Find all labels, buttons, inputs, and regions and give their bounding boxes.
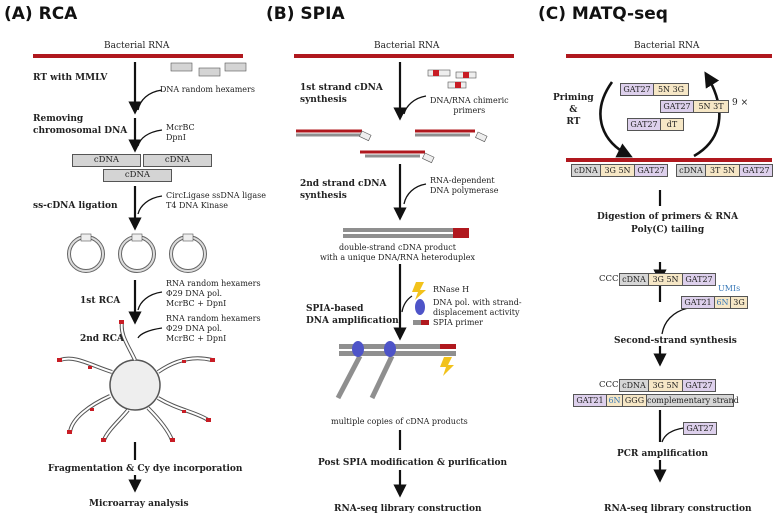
a-rca-structure [57, 320, 215, 442]
c-repeat-label: 9 × [732, 98, 749, 108]
c-branch-1 [661, 307, 689, 335]
c-p1-tail: 5N 3G [653, 83, 689, 96]
a-note-ligase: CircLigase ssDNA ligase T4 DNA Kinase [166, 191, 266, 210]
c-r1-mid: 3G 5N [600, 164, 635, 177]
c-p3-gat: GAT27 [627, 118, 661, 131]
b-first-strand [296, 129, 488, 164]
c-r5-6n: 6N [606, 394, 623, 407]
c-r4-cdna: cDNA [619, 379, 649, 392]
c-r2-cdna: cDNA [676, 164, 706, 177]
b-note-polymerase: RNA-dependent DNA polymerase [430, 176, 499, 195]
a-hexamers [170, 62, 247, 77]
b-rna-label: Bacterial RNA [374, 41, 440, 51]
a-cdna-box-2: cDNA [143, 154, 212, 167]
c-r3-cdna: cDNA [619, 273, 649, 286]
a-branch-3 [137, 195, 163, 215]
c-r3-gat: GAT27 [682, 273, 716, 286]
c-cycle-arrow-left [599, 81, 633, 158]
b-legend-spia-primer: SPIA primer [433, 318, 483, 327]
panel-a-title: (A) RCA [4, 4, 78, 24]
a-step-rca1: 1st RCA [80, 296, 121, 306]
c-step-pcr: PCR amplification [617, 449, 709, 459]
b-legend-icons [412, 282, 429, 325]
a-step-rt: RT with MMLV [33, 73, 108, 83]
c-r5-ggg: GGG [622, 394, 647, 407]
a-branch-5 [137, 327, 163, 339]
c-cycle-arrow-right [693, 71, 721, 158]
c-primer-6n: 6N [714, 296, 731, 309]
c-r1-cdna: cDNA [571, 164, 601, 177]
a-note-rca1: RNA random hexamers Φ29 DNA pol. McrBC +… [166, 279, 261, 308]
b-product-label: double-strand cDNA product with a unique… [320, 243, 475, 262]
b-legend-rnase: RNase H [433, 285, 470, 294]
b-step-spia: SPIA-based DNA amplification [306, 304, 399, 326]
c-pcr-primer: GAT27 [683, 422, 717, 435]
a-rna-label: Bacterial RNA [104, 41, 170, 51]
c-step-digestion: Digestion of primers & RNA Poly(C) taili… [597, 212, 739, 235]
b-spia-amplification [335, 341, 456, 400]
b-ds-cdna [343, 228, 469, 238]
c-branch-2 [661, 427, 685, 443]
c-r1-gat: GAT27 [634, 164, 668, 177]
c-primer-gat21: GAT21 [681, 296, 715, 309]
a-branch-4 [137, 291, 163, 311]
a-branch-1 [137, 89, 163, 111]
panel-c-title: (C) MATQ-seq [538, 4, 668, 24]
b-legend-polymerase: DNA pol. with strand- displacement activ… [433, 298, 522, 317]
b-branch-3 [401, 295, 413, 313]
a-note-rca2: RNA random hexamers Φ29 DNA pol. McrBC +… [166, 314, 261, 343]
c-r4-mid: 3G 5N [648, 379, 683, 392]
c-r2-gat: GAT27 [739, 164, 773, 177]
c-r4-gat: GAT27 [682, 379, 716, 392]
c-rna-label: Bacterial RNA [634, 41, 700, 51]
c-p2-gat: GAT27 [660, 100, 694, 113]
a-cdna-box-3: cDNA [103, 169, 172, 182]
c-step-priming: Priming & RT [553, 93, 594, 127]
b-step-library: RNA-seq library construction [334, 504, 482, 514]
a-step-remove-dna: Removing chromosomal DNA [33, 114, 128, 136]
a-step-ligation: ss-cDNA ligation [33, 201, 118, 211]
c-ccc-2: CCC [599, 380, 619, 390]
c-umis-label: UMIs [718, 284, 741, 293]
b-step-post-spia: Post SPIA modification & purification [318, 458, 508, 468]
a-note-mcrbc: McrBC DpnI [166, 123, 195, 142]
c-r2-mid: 3T 5N [705, 164, 740, 177]
b-copies-label: multiple copies of cDNA products [331, 417, 468, 426]
a-step-fragmentation: Fragmentation & Cy dye incorporation [48, 464, 243, 474]
b-chimeric-primers [427, 69, 477, 89]
a-note-hexamers: DNA random hexamers [160, 85, 255, 94]
b-step-first-strand: 1st strand cDNA synthesis [300, 83, 383, 105]
b-branch-1 [403, 95, 427, 115]
c-step-second-strand: Second-strand synthesis [614, 336, 737, 346]
c-p2-tail: 5N 3T [693, 100, 729, 113]
panel-b-title: (B) SPIA [266, 4, 345, 24]
c-r5-complementary: complementary strand [646, 394, 739, 407]
c-p1-gat: GAT27 [620, 83, 654, 96]
c-primer-3g: 3G [730, 296, 748, 309]
a-cdna-box-1: cDNA [72, 154, 141, 167]
a-branch-2 [137, 129, 163, 147]
a-step-microarray: Microarray analysis [89, 499, 189, 509]
c-r5-gat21: GAT21 [573, 394, 607, 407]
b-branch-2 [403, 183, 427, 205]
b-note-chimeric: DNA/RNA chimeric primers [430, 96, 509, 115]
a-circles [67, 233, 207, 273]
c-ccc-1: CCC [599, 274, 619, 284]
a-step-rca2: 2nd RCA [80, 334, 124, 344]
c-p3-tail: dT [660, 118, 684, 131]
c-r3-mid: 3G 5N [648, 273, 683, 286]
c-step-library: RNA-seq library construction [604, 504, 752, 514]
b-step-second-strand: 2nd strand cDNA synthesis [300, 179, 387, 201]
